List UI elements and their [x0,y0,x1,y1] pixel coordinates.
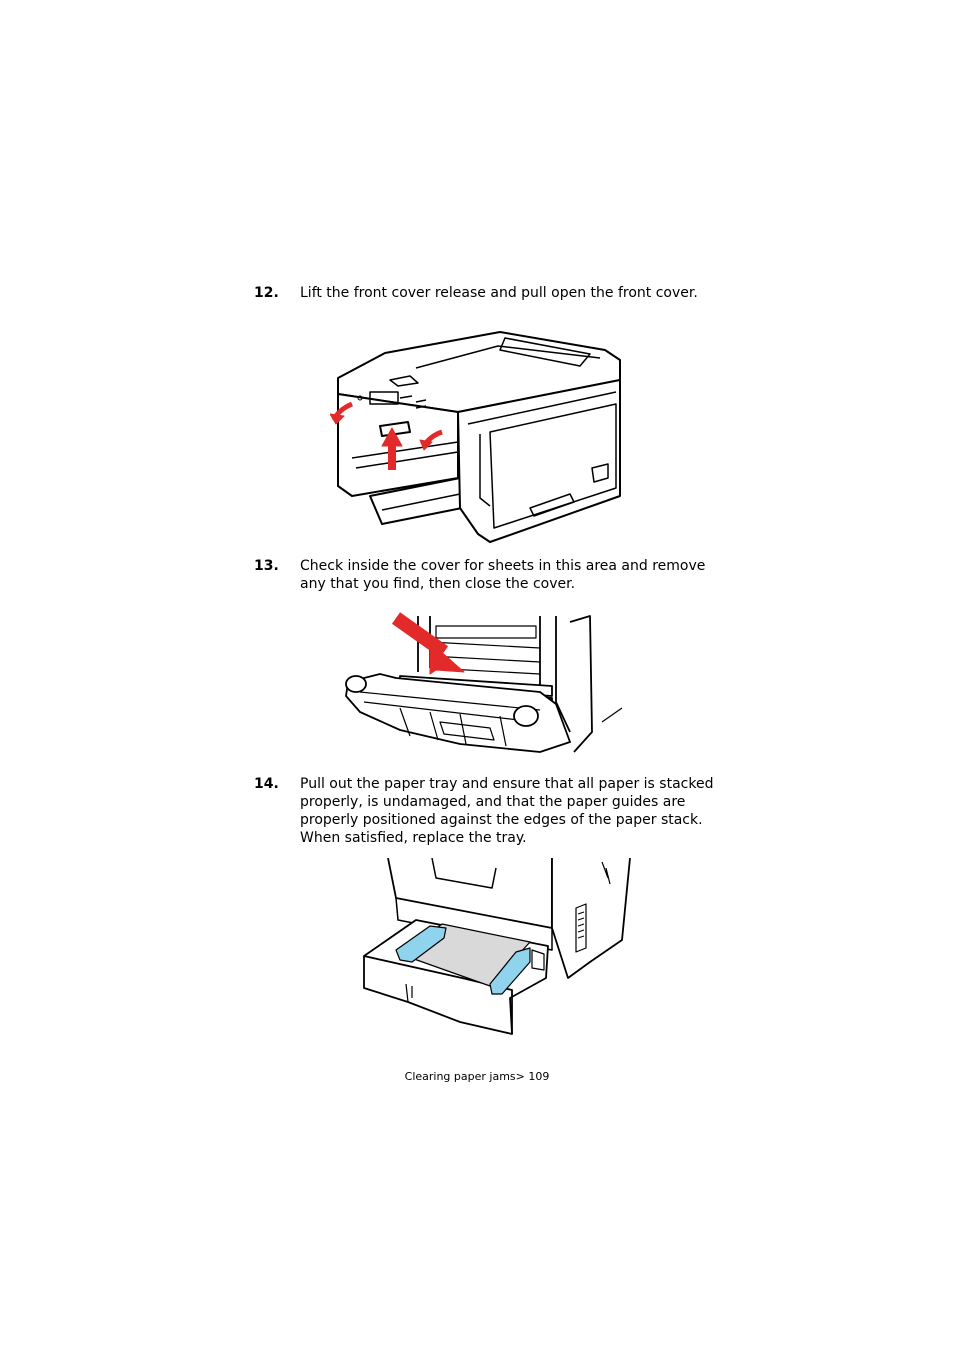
step-text: Check inside the cover for sheets in thi… [300,558,706,592]
step-text: Pull out the paper tray and ensure that … [300,776,714,846]
step-number: 14. [254,776,279,792]
printer-front-cover-illustration [330,328,626,548]
page-footer: Clearing paper jams> 109 [404,1070,550,1083]
step-number: 12. [254,285,279,301]
paper-tray-illustration [360,858,636,1038]
step-number: 13. [254,558,279,574]
printer-open-cover-illustration [340,612,626,762]
step-text: Lift the front cover release and pull op… [300,285,698,301]
